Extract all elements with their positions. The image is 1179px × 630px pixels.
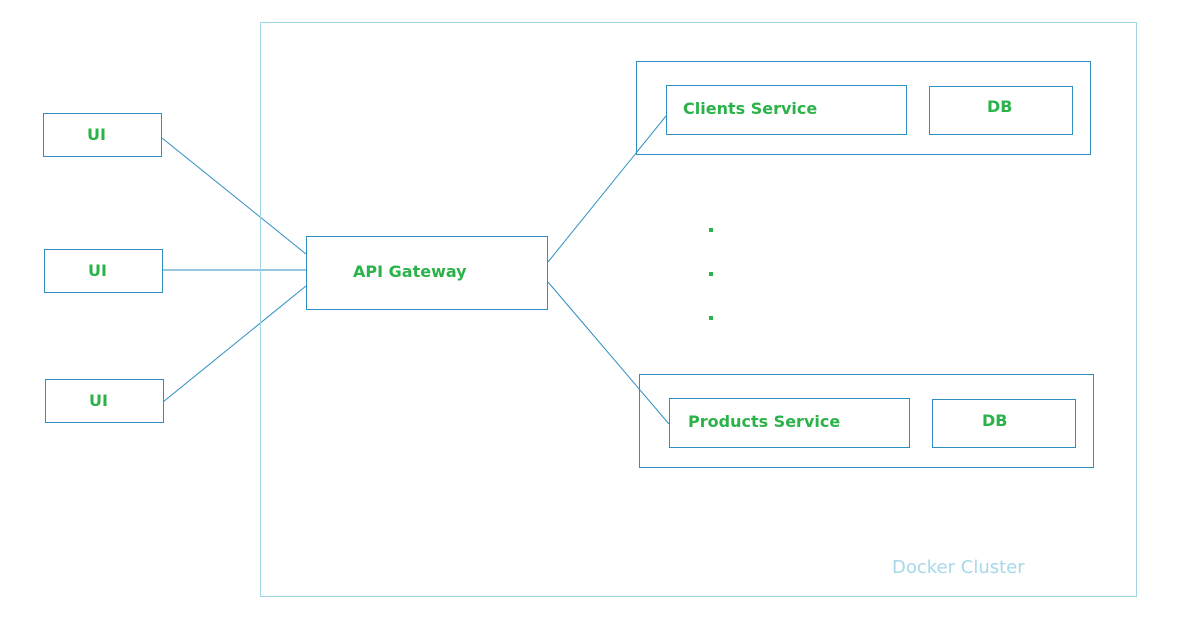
ui-client-box-2 [44, 249, 163, 293]
ui-client-label-1: UI [87, 125, 106, 144]
ellipsis-dot-3 [709, 316, 713, 320]
api-gateway-box [306, 236, 548, 310]
products-db-box [932, 399, 1076, 448]
docker-cluster-box [260, 22, 1137, 597]
connector-gateway-clients-service [547, 115, 667, 263]
clients-service-label: Clients Service [683, 99, 818, 118]
products-db-label: DB [982, 411, 1008, 430]
clients-service-box [666, 85, 907, 135]
connector-ui-3-gateway [162, 285, 307, 403]
ui-client-box-3 [45, 379, 164, 423]
api-gateway-label: API Gateway [353, 262, 467, 281]
products-service-box [669, 398, 910, 448]
clients-db-label: DB [987, 97, 1013, 116]
ellipsis-dot-2 [709, 272, 713, 276]
products-service-label: Products Service [688, 412, 841, 431]
ellipsis-dot-1 [709, 228, 713, 232]
docker-cluster-label: Docker Cluster [892, 557, 1025, 578]
clients-service-group-box [636, 61, 1091, 155]
ui-client-box-1 [43, 113, 162, 157]
connector-gateway-products-service [547, 281, 670, 425]
clients-db-box [929, 86, 1073, 135]
products-service-group-box [639, 374, 1094, 468]
ui-client-label-3: UI [89, 391, 108, 410]
ui-client-label-2: UI [88, 261, 107, 280]
connector-ui-1-gateway [161, 137, 307, 255]
